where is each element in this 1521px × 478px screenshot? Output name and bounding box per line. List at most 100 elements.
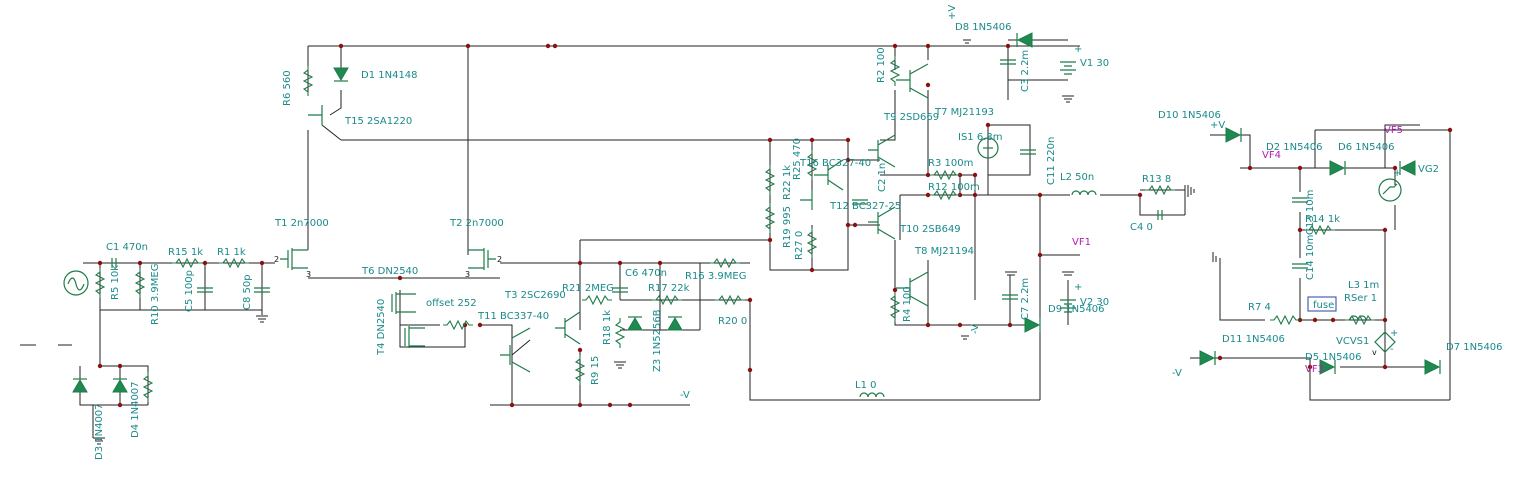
label-l2: L2 50n — [1060, 172, 1094, 183]
c6-symbol — [612, 287, 628, 293]
label-v1: V1 30 — [1080, 58, 1109, 69]
label-d9: D9 1N5406 — [1048, 304, 1105, 315]
c4-symbol — [1157, 210, 1163, 220]
label-vcvs-v: v — [1372, 348, 1377, 357]
c13-symbol — [1292, 197, 1308, 203]
ground-c8 — [256, 315, 268, 323]
l2-symbol — [1071, 190, 1097, 196]
vcvs1-symbol — [1374, 331, 1396, 353]
ground-v2 — [1062, 271, 1074, 276]
label-c6: C6 470n — [625, 268, 667, 279]
v2-symbol — [1060, 299, 1076, 313]
label-v1-plus: + — [1074, 44, 1082, 55]
label-c14: C14 10m — [1305, 235, 1316, 280]
label-r27: R27 0 — [794, 231, 805, 260]
label-c4: C4 0 — [1130, 222, 1153, 233]
mosfet-t1-symbol — [280, 248, 308, 270]
label-r1: R1 1k — [217, 247, 246, 258]
label-vg2-plus: + — [1393, 168, 1401, 179]
label-d5: D5 1N5406 — [1305, 352, 1362, 363]
label-r25: R25 470 — [792, 138, 803, 180]
label-d2: D2 1N5406 — [1266, 142, 1323, 153]
ground-r18 — [614, 361, 626, 369]
r7-symbol — [1269, 315, 1301, 325]
label-c7: C7 2.2m — [1020, 278, 1031, 320]
label-t2-pin2: 2 — [497, 255, 502, 264]
r18-symbol — [615, 317, 625, 349]
c5-symbol — [197, 287, 213, 293]
label-d4: D4 1N4007 — [130, 381, 141, 438]
labels: D1 1N4148 T15 2SA1220 R6 560 T1 2n7000 T… — [94, 5, 1503, 460]
bjt-t8-symbol — [896, 271, 929, 307]
label-v2-plus: + — [1074, 282, 1082, 293]
label-vf4: VF4 — [1262, 150, 1281, 161]
label-r3: R3 100m — [928, 158, 973, 169]
mosfet-t6-symbol — [391, 292, 416, 314]
label-t1: T1 2n7000 — [274, 218, 329, 229]
offset-resistor-symbol — [442, 320, 474, 330]
c11-symbol — [1020, 149, 1036, 155]
label-r19: R19 995 — [782, 206, 793, 248]
label-r5: R5 10k — [110, 265, 121, 300]
label-c1: C1 470n — [106, 242, 148, 253]
label-vf5: VF5 — [1384, 125, 1403, 136]
label-d6: D6 1N5406 — [1338, 142, 1395, 153]
d10-symbol — [1225, 127, 1242, 143]
d5-symbol — [1319, 359, 1336, 375]
c3-symbol — [1000, 59, 1016, 65]
l3-symbol — [1349, 315, 1367, 321]
label-t2-pin3: 3 — [465, 270, 470, 279]
label-d1: D1 1N4148 — [361, 70, 418, 81]
label-minus-v-bottom: -V — [680, 390, 690, 401]
label-offset: offset 252 — [426, 298, 477, 309]
label-fuse: fuse — [1313, 300, 1334, 311]
label-d3: D3 1N4007 — [94, 403, 105, 460]
label-r14: R14 1k — [1305, 214, 1340, 225]
label-t6: T6 DN2540 — [361, 266, 418, 277]
zener-right-symbol — [667, 317, 683, 331]
label-c8: C8 50p — [242, 274, 253, 310]
label-r7: R7 4 — [1248, 302, 1271, 313]
label-vf3: VF3 — [1305, 364, 1324, 375]
label-rser: RSer 1 — [1344, 293, 1377, 304]
ground-v1 — [1062, 95, 1074, 103]
label-vcvs-minus: - — [1390, 344, 1394, 355]
signal-source-symbol — [63, 270, 89, 296]
label-l1: L1 0 — [855, 380, 876, 391]
zener-left-symbol — [627, 317, 643, 331]
wires — [20, 39, 1451, 438]
label-t16: T16 BC327-40 — [799, 158, 871, 169]
v1-symbol — [1060, 61, 1076, 75]
bjt-t9-symbol — [868, 134, 896, 168]
label-vcvs-plus: + — [1390, 328, 1398, 339]
label-r12: R12 100m — [928, 182, 980, 193]
bjt-t16-symbol — [814, 159, 844, 191]
label-r20: R20 0 — [718, 316, 747, 327]
label-r2: R2 100 — [876, 47, 887, 83]
is1-symbol — [977, 137, 999, 159]
label-t10: T10 2SB649 — [899, 224, 961, 235]
label-t1-pin3: 3 — [306, 270, 311, 279]
r21-symbol — [581, 295, 613, 305]
plus-v-terminal — [963, 39, 971, 44]
label-vcvs1: VCVS1 — [1336, 336, 1369, 347]
bjt-t15-symbol — [308, 105, 323, 125]
mosfet-t2-symbol — [468, 248, 496, 270]
ground-fault — [1212, 252, 1217, 262]
minus-v-terminal — [961, 335, 969, 340]
d4-symbol — [112, 379, 128, 393]
label-t1-pin2: 2 — [274, 255, 279, 264]
label-zener: Z3 1N5256B — [652, 309, 663, 372]
label-c5: C5 100p — [184, 270, 195, 312]
label-c11: C11 220n — [1046, 137, 1057, 185]
ground-c7 — [1005, 271, 1017, 276]
fuse-box — [1307, 296, 1337, 312]
c14-symbol — [1292, 263, 1308, 269]
label-t3: T3 2SC2690 — [504, 290, 566, 301]
label-vf1: VF1 — [1072, 237, 1091, 248]
bjt-t7-symbol — [896, 63, 929, 99]
label-c3: C3 2.2m — [1020, 50, 1031, 92]
label-d8: D8 1N5406 — [955, 22, 1012, 33]
label-r16: R16 3.9MEG — [685, 271, 746, 282]
